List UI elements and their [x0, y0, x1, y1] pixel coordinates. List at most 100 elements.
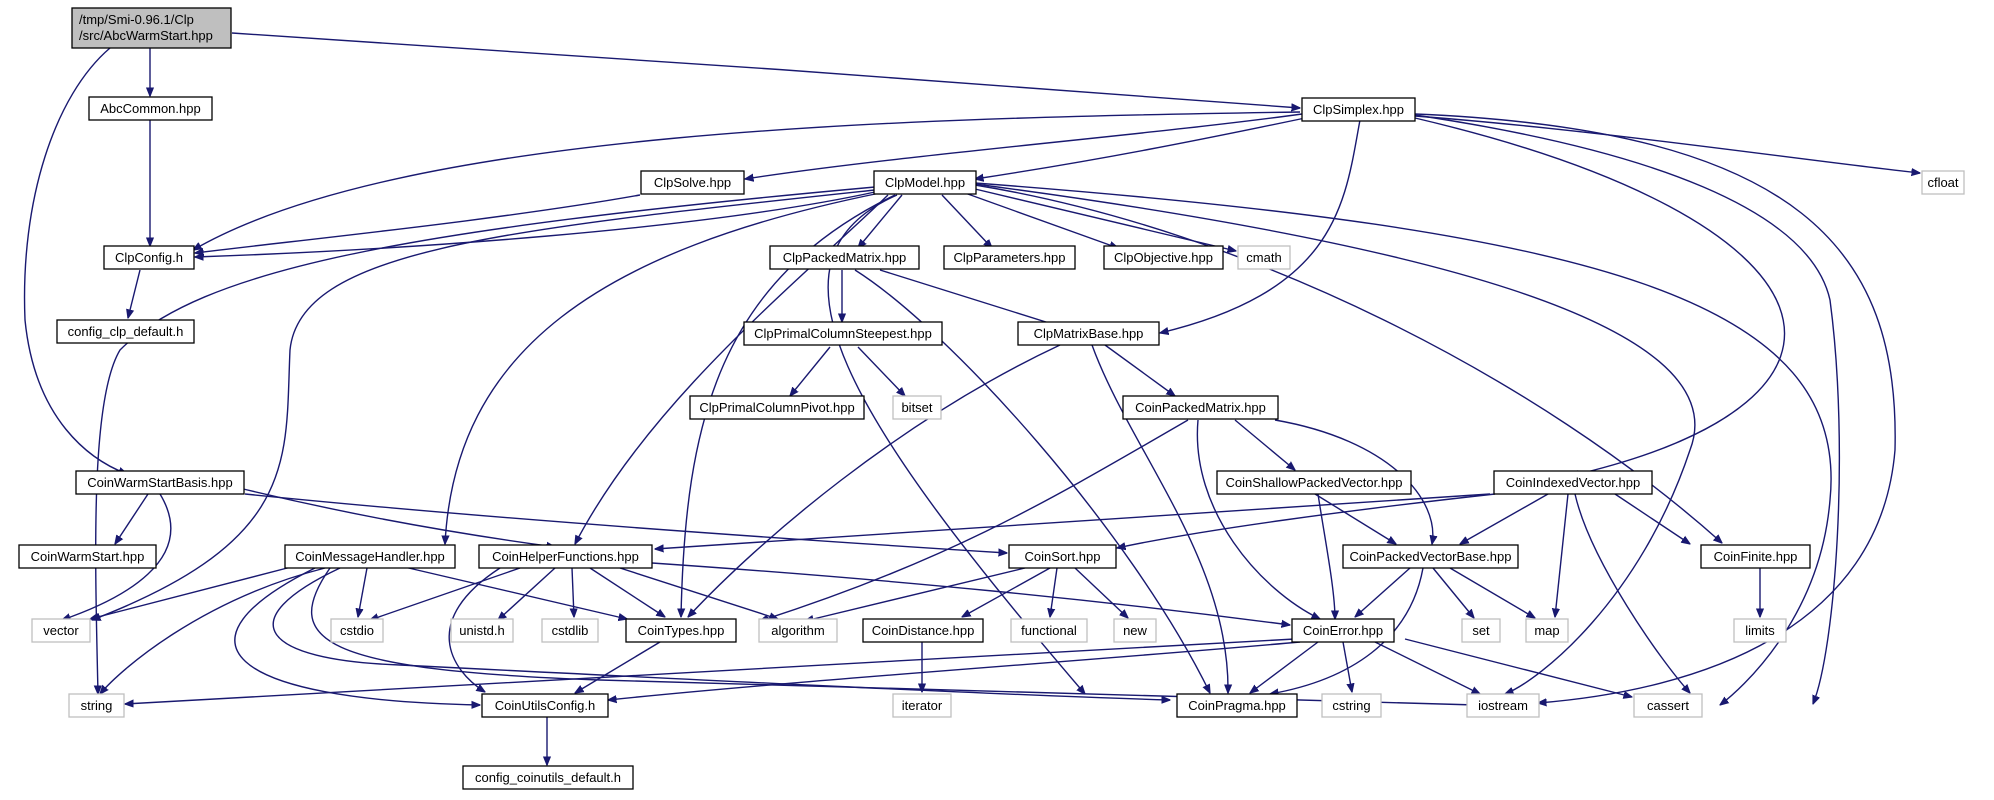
- edge-coinindexedvector-coinhelperfunctions: [655, 493, 1491, 549]
- edge-coinindexedvector-coinfinite: [1614, 493, 1690, 544]
- edge-clpmodel-string: [96, 186, 876, 694]
- edge-coinsort-functional: [1050, 567, 1058, 617]
- edge-clpsimplex-clpmatrixbase: [1160, 119, 1361, 333]
- edge-clpmodel-clpconfig: [195, 191, 876, 257]
- edge-clpmodel-clpparameters: [941, 194, 992, 248]
- edge-coinpackedmatrix-coinerror: [1196, 419, 1320, 619]
- edge-clpmodel-iostream: [974, 183, 1696, 695]
- edge-clppackedmatrix-clpmatrixbase: [879, 269, 1065, 328]
- node-cstring[interactable]: cstring: [1321, 693, 1382, 718]
- node-config-clp-default[interactable]: config_clp_default.h: [56, 319, 195, 344]
- node-clpmatrixbase[interactable]: ClpMatrixBase.hpp: [1017, 321, 1160, 346]
- node-coinerror-label: CoinError.hpp: [1303, 623, 1383, 638]
- edge-clpsimplex-clpsolve: [745, 113, 1303, 179]
- node-iostream[interactable]: iostream: [1466, 693, 1540, 718]
- node-coinhelperfunctions[interactable]: CoinHelperFunctions.hpp: [478, 544, 653, 569]
- edge-coinindexedvector-coinsort: [1117, 493, 1496, 548]
- node-clpobjective[interactable]: ClpObjective.hpp: [1103, 245, 1224, 270]
- node-clpparameters[interactable]: ClpParameters.hpp: [943, 245, 1076, 270]
- edge-steepest-bitset: [857, 346, 905, 396]
- edge-coinpackedvectorbase-map: [1449, 567, 1535, 618]
- node-cstdlib[interactable]: cstdlib: [541, 618, 599, 643]
- node-coinmessagehandler[interactable]: CoinMessageHandler.hpp: [284, 544, 456, 569]
- node-functional[interactable]: functional: [1010, 618, 1088, 643]
- node-cassert[interactable]: cassert: [1633, 693, 1703, 718]
- node-coinpackedvectorbase-label: CoinPackedVectorBase.hpp: [1350, 549, 1512, 564]
- edge-clpsolve-clpconfig: [195, 194, 641, 253]
- edge-coinhelperfunctions-coinutilsconfig: [448, 567, 501, 692]
- node-clpsimplex[interactable]: ClpSimplex.hpp: [1301, 97, 1416, 122]
- node-coinwarmstart[interactable]: CoinWarmStart.hpp: [18, 544, 157, 569]
- edge-coinmessagehandler-cstdio: [358, 567, 368, 617]
- node-limits-label: limits: [1745, 623, 1775, 638]
- node-coinutilsconfig[interactable]: CoinUtilsConfig.h: [481, 693, 609, 718]
- edge-clpsimplex-iostream: [1414, 113, 1896, 703]
- node-cmath-label: cmath: [1246, 250, 1281, 265]
- node-coinindexedvector[interactable]: CoinIndexedVector.hpp: [1493, 470, 1653, 495]
- edge-clpmodel-coinmessagehandler: [445, 192, 881, 544]
- node-coinsort[interactable]: CoinSort.hpp: [1008, 544, 1117, 569]
- node-cstdio[interactable]: cstdio: [330, 618, 384, 643]
- node-cmath[interactable]: cmath: [1237, 245, 1291, 270]
- node-cointypes-label: CoinTypes.hpp: [638, 623, 725, 638]
- nodes: /tmp/Smi-0.96.1/Clp /src/AbcWarmStart.hp…: [18, 7, 1965, 790]
- node-abcwarmstart-label-line1: /tmp/Smi-0.96.1/Clp: [79, 12, 194, 27]
- edge-clpmodel-coinhelperfunctions: [575, 194, 889, 544]
- edge-clpmatrixbase-coinpragma: [1091, 344, 1228, 693]
- node-string[interactable]: string: [68, 693, 125, 718]
- node-coinpackedmatrix[interactable]: CoinPackedMatrix.hpp: [1122, 395, 1279, 420]
- node-clpmodel[interactable]: ClpModel.hpp: [873, 170, 977, 195]
- node-config-clp-default-label: config_clp_default.h: [68, 324, 184, 339]
- node-clpprimalcolumnpivot-label: ClpPrimalColumnPivot.hpp: [699, 400, 854, 415]
- node-algorithm[interactable]: algorithm: [758, 618, 838, 643]
- edge-coinsort-algorithm: [805, 567, 1026, 621]
- node-clppackedmatrix-label: ClpPackedMatrix.hpp: [783, 250, 907, 265]
- edge-clppackedmatrix-coinpragma: [854, 269, 1210, 693]
- node-clpprimalcolumnpivot[interactable]: ClpPrimalColumnPivot.hpp: [689, 395, 865, 420]
- edge-clpmodel-clpobjective: [964, 192, 1118, 248]
- node-clpprimalcolumnsteepest[interactable]: ClpPrimalColumnSteepest.hpp: [743, 321, 943, 346]
- node-coinfinite[interactable]: CoinFinite.hpp: [1700, 544, 1811, 569]
- node-iterator[interactable]: iterator: [892, 693, 952, 718]
- edge-coinindexedvector-cassert: [1574, 493, 1690, 693]
- edge-coinmessagehandler-cointypes: [399, 565, 627, 619]
- node-set[interactable]: set: [1461, 618, 1501, 643]
- edge-coinerror-cstring: [1342, 641, 1352, 692]
- node-new[interactable]: new: [1113, 618, 1157, 643]
- node-abcwarmstart[interactable]: /tmp/Smi-0.96.1/Clp /src/AbcWarmStart.hp…: [71, 7, 232, 49]
- node-coinpackedvectorbase[interactable]: CoinPackedVectorBase.hpp: [1342, 544, 1519, 569]
- edge-clpsimplex-cfloat: [1414, 115, 1920, 173]
- node-coinpackedmatrix-label: CoinPackedMatrix.hpp: [1135, 400, 1266, 415]
- node-coinshallowpackedvector[interactable]: CoinShallowPackedVector.hpp: [1216, 470, 1412, 495]
- node-vector[interactable]: vector: [31, 618, 91, 643]
- edge-cointypes-coinutilsconfig: [575, 641, 661, 693]
- node-clpprimalcolumnsteepest-label: ClpPrimalColumnSteepest.hpp: [754, 326, 932, 341]
- edge-coinpackedmatrix-algorithm: [760, 419, 1189, 621]
- edge-clpsimplex-cassert: [1414, 114, 1841, 704]
- edge-coinindexedvector-coinpackedvectorbase: [1460, 493, 1549, 544]
- node-coindistance[interactable]: CoinDistance.hpp: [862, 618, 984, 643]
- edge-clpmodel-cointypes: [681, 194, 896, 617]
- node-bitset-label: bitset: [901, 400, 932, 415]
- node-set-label: set: [1472, 623, 1490, 638]
- node-coinhelperfunctions-label: CoinHelperFunctions.hpp: [492, 549, 639, 564]
- node-bitset[interactable]: bitset: [892, 395, 942, 420]
- node-abcwarmstart-label-line2: /src/AbcWarmStart.hpp: [79, 28, 213, 43]
- node-cfloat[interactable]: cfloat: [1921, 170, 1965, 195]
- edge-abcwarmstart-coinwarmstartbasis: [23, 47, 127, 474]
- node-cointypes[interactable]: CoinTypes.hpp: [625, 618, 737, 643]
- edge-clpmodel-cassert: [974, 182, 1832, 705]
- node-coinerror[interactable]: CoinError.hpp: [1291, 618, 1395, 643]
- node-clpsolve[interactable]: ClpSolve.hpp: [640, 170, 745, 195]
- edge-coinpackedvectorbase-coinerror: [1355, 567, 1411, 617]
- node-abccommon[interactable]: AbcCommon.hpp: [88, 96, 213, 121]
- node-cassert-label: cassert: [1647, 698, 1689, 713]
- node-clppackedmatrix[interactable]: ClpPackedMatrix.hpp: [769, 245, 920, 270]
- node-map[interactable]: map: [1525, 618, 1569, 643]
- node-limits[interactable]: limits: [1733, 618, 1787, 643]
- node-coinwarmstartbasis[interactable]: CoinWarmStartBasis.hpp: [75, 470, 245, 495]
- node-unistd[interactable]: unistd.h: [450, 618, 514, 643]
- node-clpconfig[interactable]: ClpConfig.h: [103, 245, 195, 270]
- node-config-coinutils-default[interactable]: config_coinutils_default.h: [462, 765, 634, 790]
- node-coinpragma[interactable]: CoinPragma.hpp: [1176, 693, 1298, 718]
